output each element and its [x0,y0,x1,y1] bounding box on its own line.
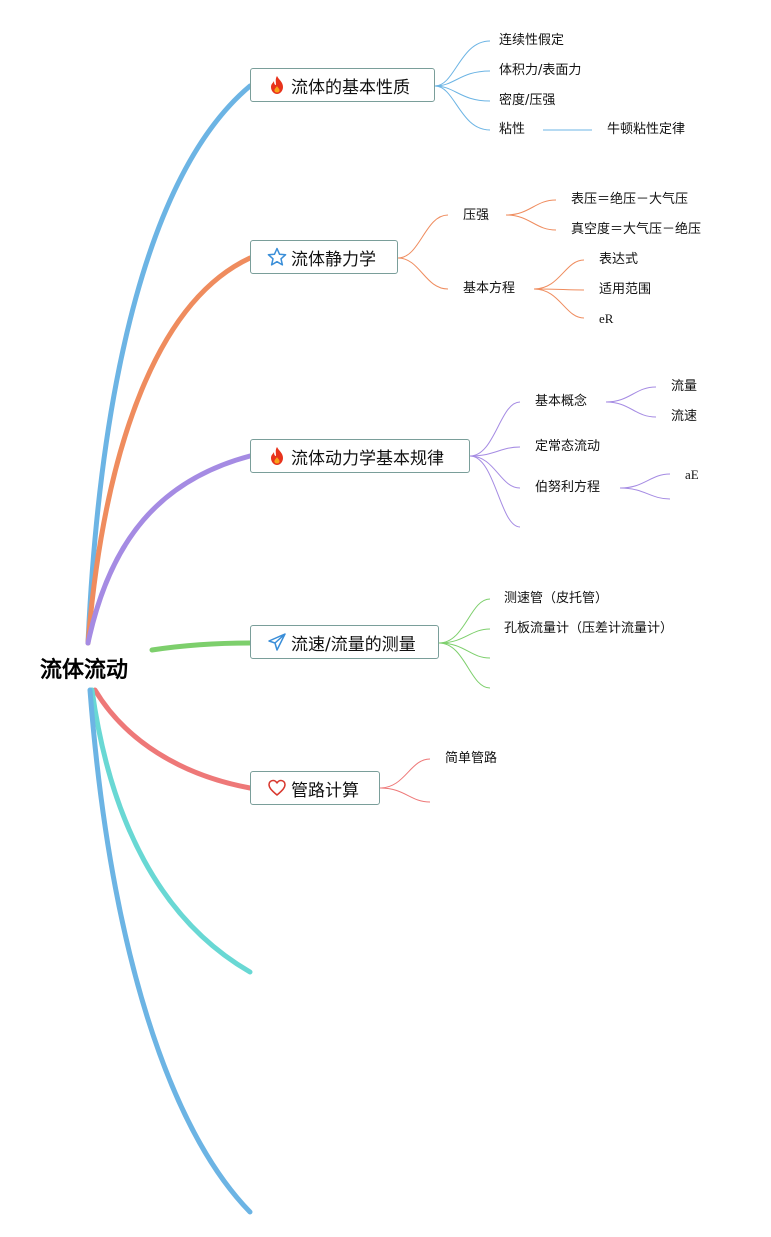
sub-branch [469,446,521,457]
sub-branch [434,85,491,102]
fire-icon [267,75,287,95]
topic-label: 流体静力学 [291,249,376,270]
sub-branch [605,386,657,403]
branch-empty-teal [89,687,253,975]
leaf-scope[interactable]: 适用范围 [599,282,652,297]
topic-basic-properties[interactable]: 流体的基本性质 [250,68,435,102]
branch-pipe-calc [92,687,253,791]
topic-label: 流体的基本性质 [291,77,410,98]
leaf-continuity-assumption[interactable]: 连续性假定 [499,33,565,48]
sub-branch [434,70,491,87]
leaf-body-surface-force[interactable]: 体积力/表面力 [499,63,582,78]
leaf-newton-viscosity-law[interactable]: 牛顿粘性定律 [607,122,686,137]
leaf-simple-pipe[interactable]: 简单管路 [445,751,498,766]
sub-branch [533,259,585,290]
sub-branch [434,40,491,87]
sub-branch [619,473,671,489]
topic-label: 管路计算 [291,780,359,801]
topic-label: 流速/流量的测量 [291,634,416,655]
sub-branch [379,758,431,789]
sub-branch [469,455,521,528]
sub-branch [397,257,449,290]
leaf-ae[interactable]: aE [685,467,699,482]
branch-basic-properties [85,83,253,646]
sub-branch [619,487,671,500]
sub-branch [438,642,491,659]
sub-branch [397,214,449,259]
paper-plane-icon [267,632,287,652]
leaf-steady-flow[interactable]: 定常态流动 [535,439,601,454]
sub-branch [438,628,491,644]
topic-label: 流体动力学基本规律 [291,448,444,469]
leaf-er[interactable]: eR [599,311,614,326]
branch-statics [85,255,253,646]
heart-icon [267,778,287,798]
sub-branch [469,455,521,489]
leaf-viscosity[interactable]: 粘性 [499,122,526,137]
branch-dynamics [85,453,253,646]
leaf-vacuum-degree[interactable]: 真空度＝大气压－绝压 [571,222,702,237]
leaf-pressure[interactable]: 压强 [463,208,490,223]
branch-measurement [149,640,253,653]
root-node[interactable]: 流体流动 [40,658,129,683]
sub-branch [505,214,557,231]
leaf-bernoulli-equation[interactable]: 伯努利方程 [535,480,601,495]
sub-branch [379,787,431,803]
sub-branch [434,85,491,131]
sub-branch [438,598,491,644]
branch-empty-blue [87,687,253,1215]
leaf-pitot-tube[interactable]: 测速管（皮托管） [504,591,609,606]
sub-branch [438,642,491,689]
fire-icon [267,446,287,466]
sub-branch [533,288,585,291]
sub-branch [605,401,657,418]
leaf-density-pressure[interactable]: 密度/压强 [499,93,556,108]
leaf-orifice-meter[interactable]: 孔板流量计（压差计流量计） [504,621,674,636]
leaf-basic-equation[interactable]: 基本方程 [463,281,516,296]
sub-branch [469,401,521,457]
topic-statics[interactable]: 流体静力学 [250,240,398,274]
topic-dynamics[interactable]: 流体动力学基本规律 [250,439,470,473]
leaf-expression[interactable]: 表达式 [599,252,639,267]
leaf-basic-concepts[interactable]: 基本概念 [535,394,588,409]
leaf-flow-rate[interactable]: 流量 [671,379,698,394]
sub-branch [533,288,585,319]
leaf-gauge-pressure[interactable]: 表压＝绝压－大气压 [571,192,689,207]
topic-pipe-calc[interactable]: 管路计算 [250,771,380,805]
leaf-flow-velocity[interactable]: 流速 [671,409,698,424]
topic-measurement[interactable]: 流速/流量的测量 [250,625,439,659]
sub-branch [505,199,557,216]
star-icon [267,247,287,267]
